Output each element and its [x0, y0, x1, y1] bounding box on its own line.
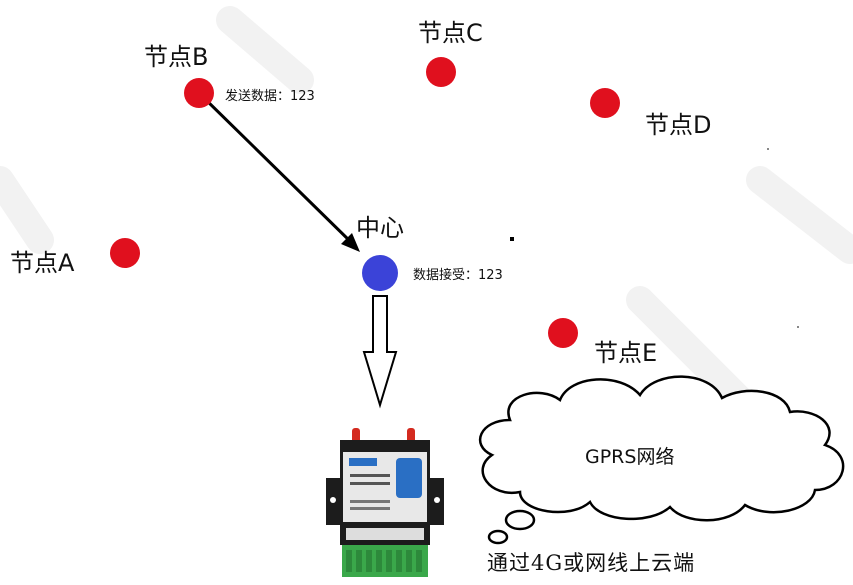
watermark — [0, 6, 853, 434]
arrow-b-to-center — [200, 94, 360, 252]
node-d-label: 节点D — [645, 111, 712, 139]
node-a-dot — [110, 238, 140, 268]
node-a-label: 节点A — [10, 249, 75, 277]
router-device-icon — [326, 428, 444, 577]
arrow-center-to-device — [362, 295, 398, 409]
node-c-label: 节点C — [418, 19, 483, 47]
center-note: 数据接受：123 — [413, 268, 503, 283]
node-e-label: 节点E — [594, 339, 658, 367]
node-b-label: 节点B — [144, 43, 209, 71]
cloud-icon — [478, 375, 845, 545]
center-dot — [362, 255, 398, 291]
speck — [767, 148, 769, 150]
node-e-dot — [548, 318, 578, 348]
cloud-label: GPRS网络 — [585, 446, 675, 468]
node-d-dot — [590, 88, 620, 118]
node-c-dot — [426, 57, 456, 87]
uplink-label: 通过4G或网线上云端 — [487, 551, 696, 575]
center-label: 中心 — [356, 214, 404, 242]
speck — [797, 326, 799, 328]
speck — [510, 237, 514, 241]
node-b-dot — [184, 78, 214, 108]
node-b-note: 发送数据：123 — [225, 89, 315, 104]
